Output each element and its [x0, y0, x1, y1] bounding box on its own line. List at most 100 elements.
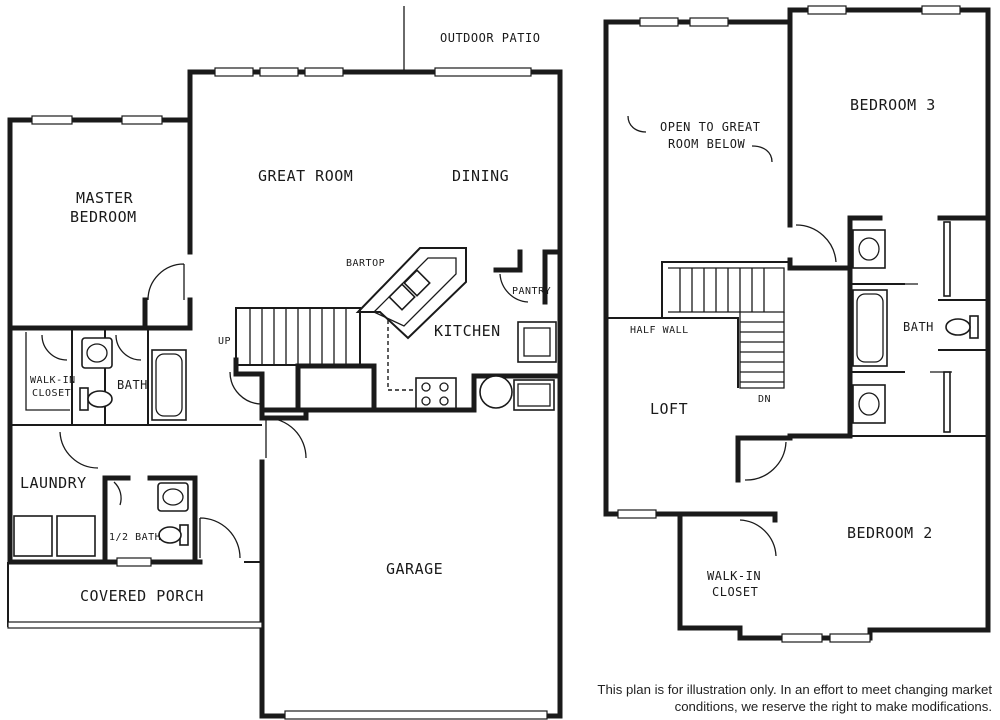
bathtub	[151, 349, 187, 421]
toilet-bowl	[87, 390, 113, 408]
window	[921, 5, 961, 15]
laundry-label: LAUNDRY	[20, 474, 87, 492]
sink-bowl	[858, 392, 880, 416]
open-to-great-room-label-2: ROOM BELOW	[668, 137, 746, 151]
sink	[852, 384, 886, 424]
up-label: UP	[218, 336, 231, 347]
lower-level-plan: OUTDOOR PATIO GREAT ROOM DINING MASTER B…	[7, 6, 563, 720]
toilet-bowl	[158, 526, 182, 544]
bedroom-2-label: BEDROOM 2	[847, 524, 933, 542]
dining-label: DINING	[452, 167, 509, 185]
bartop-inner	[372, 257, 457, 327]
bathtub	[852, 289, 888, 367]
bedroom-3-label: BEDROOM 3	[850, 96, 936, 114]
stairs-down	[668, 267, 785, 389]
half-wall-label: HALF WALL	[630, 325, 689, 336]
upper-level-plan: OPEN TO GREAT ROOM BELOW BEDROOM 3 HALF …	[603, 5, 991, 643]
master-bedroom-label-2: BEDROOM	[70, 208, 137, 226]
range	[415, 377, 457, 411]
half-bath-label: 1/2 BATH	[109, 532, 161, 543]
window	[807, 5, 847, 15]
covered-porch-label: COVERED PORCH	[80, 587, 204, 605]
closet-shelf	[943, 221, 951, 297]
door-swing	[499, 273, 529, 303]
walk-in-closet-label-upper-2: CLOSET	[712, 585, 758, 599]
window	[829, 633, 871, 643]
window	[214, 67, 254, 77]
door-swing	[739, 519, 777, 557]
patio-door	[434, 67, 532, 77]
window	[781, 633, 823, 643]
water-heater	[479, 375, 513, 409]
sink	[157, 482, 189, 512]
dn-label: DN	[758, 394, 771, 405]
bathtub-inner	[856, 293, 884, 363]
bedroom3-wall	[735, 19, 991, 441]
refrigerator	[513, 379, 555, 411]
kitchen-label: KITCHEN	[434, 322, 501, 340]
window	[689, 17, 729, 27]
walk-in-closet-label-upper-1: WALK-IN	[707, 569, 761, 583]
dryer	[56, 515, 96, 557]
open-to-great-room-label-1: OPEN TO GREAT	[660, 120, 760, 134]
porch-beam	[7, 621, 263, 629]
window	[121, 115, 163, 125]
master-bedroom-wall	[7, 117, 193, 331]
toilet-tank	[79, 387, 89, 411]
sink	[852, 229, 886, 269]
window	[116, 557, 152, 567]
toilet-tank	[969, 315, 979, 339]
kitchen-wall	[371, 373, 563, 413]
garage-entry-wall	[259, 407, 309, 421]
window	[31, 115, 73, 125]
bathtub-inner	[155, 353, 183, 417]
great-room-label: GREAT ROOM	[258, 167, 353, 185]
vanity-sink	[81, 337, 113, 369]
pantry-label: PANTRY	[512, 286, 551, 297]
bartop-label: BARTOP	[346, 258, 385, 269]
loft-label: LOFT	[650, 400, 688, 418]
door-swing	[115, 334, 142, 361]
bath-label: BATH	[117, 378, 148, 392]
closet-bath-walls	[10, 328, 262, 426]
door-swing	[199, 517, 241, 559]
disclaimer-text: This plan is for illustration only. In a…	[597, 682, 992, 714]
door-swing	[744, 441, 787, 481]
master-bedroom-label-1: MASTER	[76, 189, 134, 207]
walk-in-closet-label-1: WALK-IN	[30, 375, 76, 386]
sink-basin	[403, 269, 431, 297]
door-swing	[41, 334, 68, 361]
garage-label: GARAGE	[386, 560, 443, 578]
stairs-up	[229, 307, 377, 413]
sink-bowl	[86, 343, 108, 363]
bedroom2-wall	[677, 435, 778, 523]
window	[259, 67, 299, 77]
laundry-wall	[102, 475, 198, 565]
pantry-wall	[493, 249, 563, 305]
garage-door	[284, 710, 548, 720]
kitchen-counter	[387, 320, 420, 391]
bath-label-upper: BATH	[903, 320, 934, 334]
toilet-bowl	[945, 318, 971, 336]
door-swing	[59, 431, 99, 469]
window	[617, 509, 657, 519]
oven-inner	[523, 327, 551, 357]
closet-rod	[892, 283, 952, 373]
half-wall	[606, 261, 790, 388]
open-to-below-arrow	[627, 115, 773, 163]
sink-bowl	[162, 488, 184, 506]
sink-bowl	[858, 237, 880, 261]
outdoor-patio-label: OUTDOOR PATIO	[440, 31, 540, 45]
bath-walls	[850, 283, 988, 437]
door-swing	[113, 481, 122, 506]
refrigerator-inner	[517, 383, 551, 407]
washer	[13, 515, 53, 557]
walk-in-closet-label-2: CLOSET	[32, 388, 71, 399]
sink-basin	[388, 283, 416, 311]
door-swing	[147, 263, 185, 301]
bartop	[355, 247, 467, 340]
closet-inner	[25, 332, 70, 411]
window	[304, 67, 344, 77]
door-swing	[795, 224, 837, 263]
